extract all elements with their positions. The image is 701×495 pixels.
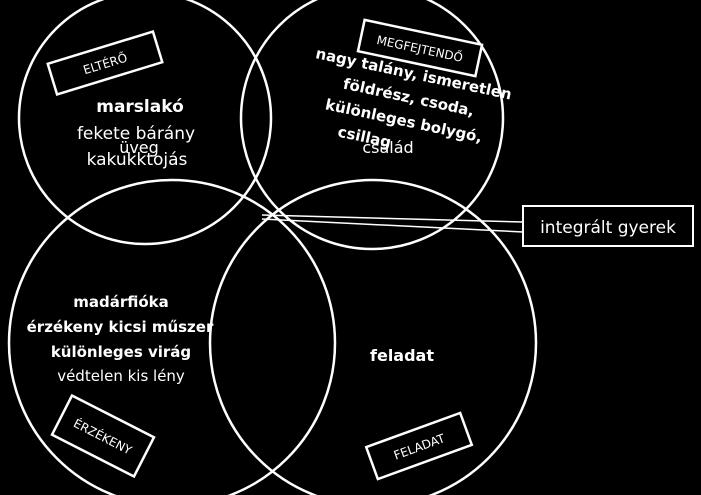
callout-box: integrált gyerek [522,205,694,247]
circle-bottom-right [208,178,538,495]
word-fekete-barany: fekete bárány [77,124,195,144]
word-csalad: család [362,138,413,157]
circle-top-right [239,0,505,251]
circle-top-left [17,0,273,246]
word-feladat: feladat [370,346,434,365]
word-kulonleges-virag: különleges virág [51,343,191,361]
circle-bottom-left [7,178,337,495]
word-erzekeny-muszer: érzékeny kicsi műszer [27,318,214,336]
tag-elt-ero: ELTÉRŐ [46,30,164,96]
word-marslako: marslakó [96,97,184,117]
word-uveg: üveg [119,138,159,157]
word-kakukktojas: kakukktojás [87,150,188,170]
callout-label: integrált gyerek [540,218,676,238]
word-madarfioka: madárfióka [73,293,169,311]
word-vedtelen-kis-leny: védtelen kis lény [57,367,185,385]
tag-erzekeny: ÉRZÉKENY [50,393,156,479]
callout-connector [261,214,524,223]
tag-feladat: FELADAT [364,411,474,481]
callout-connector-lower [261,218,524,233]
